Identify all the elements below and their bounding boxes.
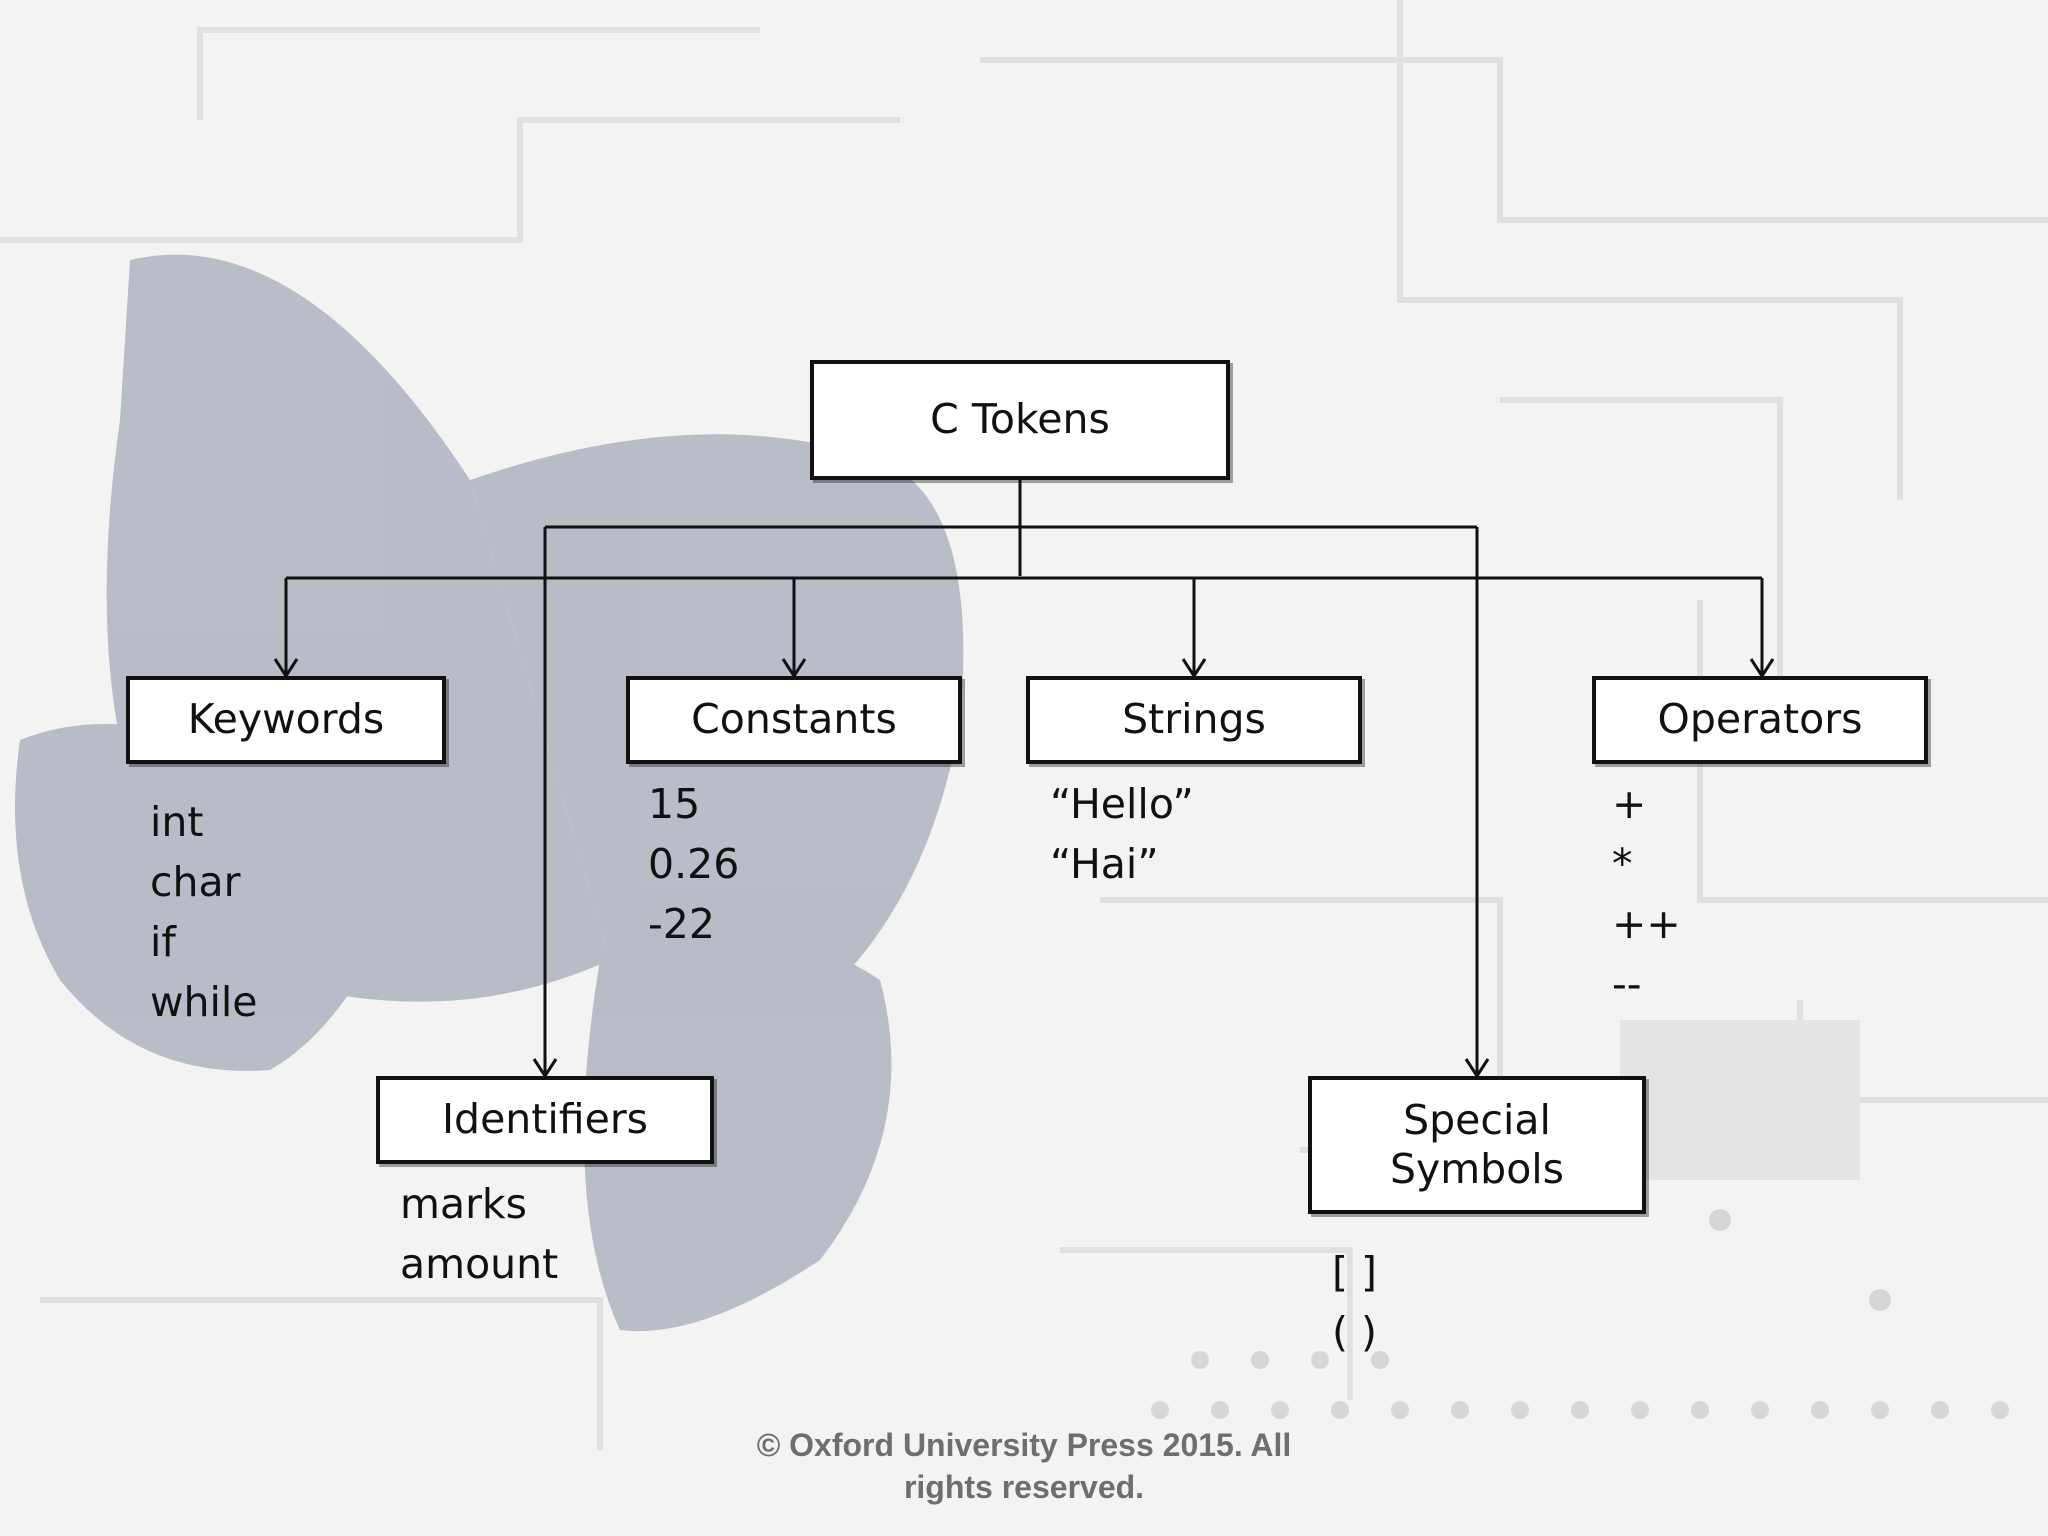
keywords-example: if [150,918,176,966]
operators-example: + [1612,780,1647,828]
constants-example: 15 [648,780,701,828]
node-special-symbols: Special Symbols [1308,1076,1646,1214]
operators-example: ++ [1612,900,1681,948]
circuit-pads [1151,1209,2009,1419]
node-identifiers-label: Identifiers [441,1095,649,1144]
keywords-example: while [150,978,258,1026]
node-strings-label: Strings [1122,695,1266,744]
node-special-symbols-label-line1: Special [1403,1095,1551,1144]
node-strings: Strings [1026,676,1362,764]
node-operators: Operators [1592,676,1928,764]
constants-examples: 15 0.26 -22 [648,774,739,954]
keywords-examples: int char if while [150,792,258,1032]
root-node-label: C Tokens [930,395,1110,444]
keywords-example: char [150,858,241,906]
strings-examples: “Hello” “Hai” [1050,774,1194,894]
copyright-footer: © Oxford University Press 2015. All righ… [664,1424,1384,1508]
node-special-symbols-label-line2: Symbols [1389,1145,1565,1193]
identifiers-examples: marks amount [400,1174,558,1294]
identifiers-example: marks [400,1180,528,1228]
copyright-line-1: © Oxford University Press 2015. All [756,1427,1292,1463]
circuit-chip [1620,1020,1860,1180]
copyright-line-2: rights reserved. [903,1469,1145,1505]
root-node-c-tokens: C Tokens [810,360,1230,480]
strings-example: “Hai” [1050,840,1159,888]
constants-example: -22 [648,900,715,948]
butterfly-image [15,254,964,1332]
operators-example: -- [1612,960,1642,1008]
node-constants-label: Constants [691,695,897,744]
keywords-example: int [150,798,204,846]
node-operators-label: Operators [1657,695,1863,744]
special-symbols-example: ( ) [1332,1308,1378,1356]
strings-example: “Hello” [1050,780,1194,828]
node-keywords: Keywords [126,676,446,764]
special-symbols-example: [ ] [1332,1248,1378,1296]
identifiers-example: amount [400,1240,559,1288]
node-identifiers: Identifiers [376,1076,714,1164]
operators-examples: + * ++ -- [1612,774,1681,1014]
special-symbols-examples: [ ] ( ) [1332,1242,1377,1362]
constants-example: 0.26 [648,840,740,888]
operators-example: * [1612,840,1633,888]
node-keywords-label: Keywords [187,695,385,744]
node-constants: Constants [626,676,962,764]
